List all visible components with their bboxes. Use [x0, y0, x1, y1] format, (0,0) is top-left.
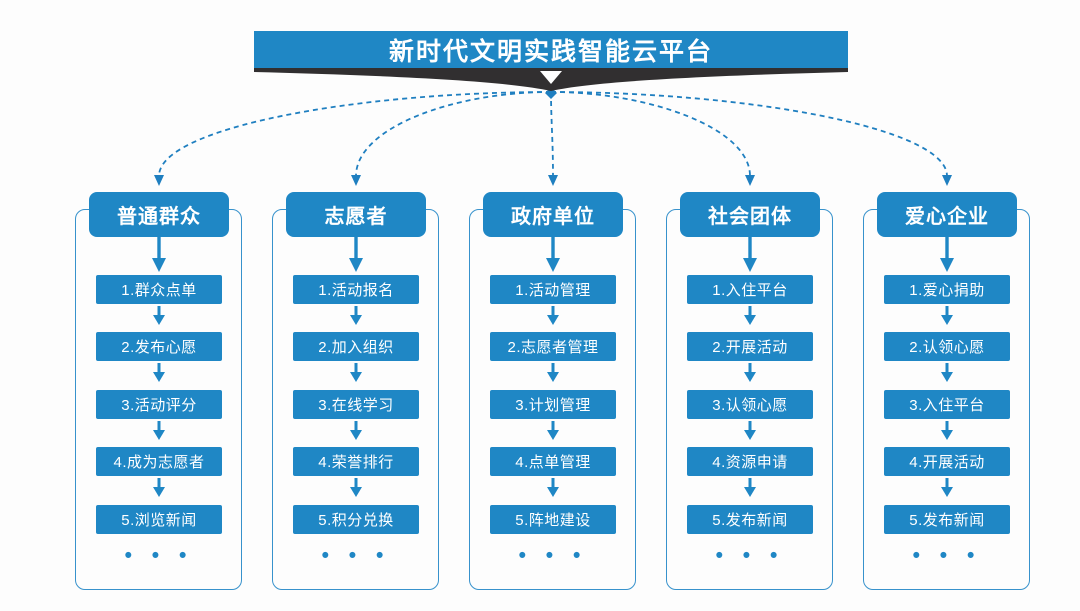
- flow-step: 3.计划管理: [490, 390, 616, 419]
- down-arrow-icon: [941, 306, 953, 325]
- down-arrow-icon: [540, 71, 562, 84]
- flow-step: 5.发布新闻: [884, 505, 1010, 534]
- fan-connector-line: [355, 91, 552, 177]
- down-arrow-icon: [941, 421, 953, 440]
- down-arrow-icon: [547, 363, 559, 382]
- more-steps-ellipsis: • • •: [321, 544, 391, 567]
- platform-title: 新时代文明实践智能云平台: [388, 37, 713, 66]
- down-arrow-icon: [350, 363, 362, 382]
- fan-arrowhead-icon: [548, 175, 558, 186]
- flow-step: 1.活动管理: [490, 275, 616, 304]
- column-header: 政府单位: [483, 192, 623, 237]
- flow-step: 5.浏览新闻: [96, 505, 222, 534]
- down-arrow-icon: [941, 478, 953, 497]
- down-arrow-icon: [744, 478, 756, 497]
- down-arrow-icon: [547, 478, 559, 497]
- flow-step: 3.入住平台: [884, 390, 1010, 419]
- fan-arrowhead-icon: [942, 175, 952, 186]
- down-arrow-icon: [744, 363, 756, 382]
- column-header: 普通群众: [89, 192, 229, 237]
- fan-arrowhead-icon: [351, 175, 361, 186]
- down-arrow-icon: [350, 478, 362, 497]
- flow-step: 3.活动评分: [96, 390, 222, 419]
- more-steps-ellipsis: • • •: [518, 544, 588, 567]
- more-steps-ellipsis: • • •: [124, 544, 194, 567]
- flow-step: 3.认领心愿: [687, 390, 813, 419]
- down-arrow-icon: [153, 306, 165, 325]
- down-arrow-icon: [349, 237, 363, 272]
- down-arrow-icon: [350, 421, 362, 440]
- down-arrow-icon: [546, 237, 560, 272]
- fan-arrowhead-icon: [745, 175, 755, 186]
- flow-step: 1.群众点单: [96, 275, 222, 304]
- column-social-groups: 社会团体 1.入住平台 2.开展活动 3.认领心愿 4.资源申请 5.发布新闻 …: [666, 192, 834, 594]
- more-steps-ellipsis: • • •: [912, 544, 982, 567]
- flow-step: 2.开展活动: [687, 332, 813, 361]
- down-arrow-icon: [350, 306, 362, 325]
- fan-connector-line: [158, 91, 552, 177]
- flow-step: 2.加入组织: [293, 332, 419, 361]
- fan-connector-line: [550, 91, 554, 177]
- down-arrow-icon: [153, 363, 165, 382]
- column-header: 爱心企业: [877, 192, 1017, 237]
- down-arrow-icon: [744, 306, 756, 325]
- flow-step: 1.入住平台: [687, 275, 813, 304]
- flow-step: 5.发布新闻: [687, 505, 813, 534]
- flow-step: 5.积分兑换: [293, 505, 419, 534]
- flow-step: 1.活动报名: [293, 275, 419, 304]
- fan-connector-line: [550, 91, 751, 177]
- down-arrow-icon: [153, 421, 165, 440]
- down-arrow-icon: [547, 421, 559, 440]
- flow-step: 4.资源申请: [687, 447, 813, 476]
- fan-arrowhead-icon: [154, 175, 164, 186]
- flow-step: 2.认领心愿: [884, 332, 1010, 361]
- down-arrow-icon: [940, 237, 954, 272]
- down-arrow-icon: [153, 478, 165, 497]
- flow-step: 2.发布心愿: [96, 332, 222, 361]
- fan-connector-line: [550, 91, 948, 177]
- flow-step: 4.成为志愿者: [96, 447, 222, 476]
- down-arrow-icon: [941, 363, 953, 382]
- flow-step: 3.在线学习: [293, 390, 419, 419]
- column-charity-enterprises: 爱心企业 1.爱心捐助 2.认领心愿 3.入住平台 4.开展活动 5.发布新闻 …: [863, 192, 1031, 594]
- flow-step: 1.爱心捐助: [884, 275, 1010, 304]
- flow-step: 5.阵地建设: [490, 505, 616, 534]
- banner-notch-ribbon: [254, 68, 848, 91]
- flow-step: 4.开展活动: [884, 447, 1010, 476]
- column-volunteers: 志愿者 1.活动报名 2.加入组织 3.在线学习 4.荣誉排行 5.积分兑换 •…: [272, 192, 440, 594]
- flow-step: 4.点单管理: [490, 447, 616, 476]
- down-arrow-icon: [547, 306, 559, 325]
- down-arrow-icon: [744, 421, 756, 440]
- column-general-public: 普通群众 1.群众点单 2.发布心愿 3.活动评分 4.成为志愿者 5.浏览新闻…: [75, 192, 243, 594]
- column-header: 社会团体: [680, 192, 820, 237]
- column-header: 志愿者: [286, 192, 426, 237]
- down-arrow-icon: [152, 237, 166, 272]
- flow-step: 2.志愿者管理: [490, 332, 616, 361]
- flow-step: 4.荣誉排行: [293, 447, 419, 476]
- column-government-units: 政府单位 1.活动管理 2.志愿者管理 3.计划管理 4.点单管理 5.阵地建设…: [469, 192, 637, 594]
- platform-title-banner: 新时代文明实践智能云平台: [254, 31, 848, 68]
- down-arrow-icon: [743, 237, 757, 272]
- more-steps-ellipsis: • • •: [715, 544, 785, 567]
